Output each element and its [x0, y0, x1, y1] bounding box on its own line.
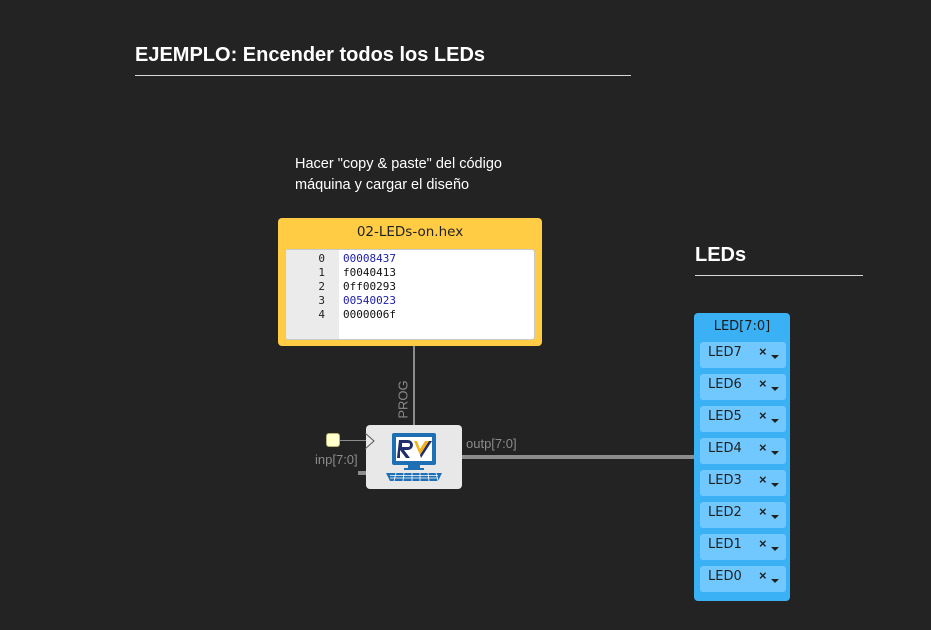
memory-row-index: 0 — [318, 252, 325, 265]
memory-row-value[interactable]: 00540023 — [343, 294, 396, 307]
caret-down-icon[interactable] — [771, 355, 779, 359]
close-icon[interactable]: × — [759, 440, 767, 455]
led-item-led5[interactable]: LED5 × — [700, 406, 786, 432]
memory-gutter — [286, 250, 339, 339]
leds-section-title: LEDs — [695, 244, 747, 266]
riscv-computer-icon — [386, 433, 442, 482]
close-icon[interactable]: × — [759, 536, 767, 551]
led-item-led4[interactable]: LED4 × — [700, 438, 786, 464]
led-item-led2[interactable]: LED2 × — [700, 502, 786, 528]
instructions-text: Hacer "copy & paste" del código máquina … — [295, 154, 555, 196]
led-label: LED4 — [708, 441, 742, 456]
input-port-notch — [365, 433, 375, 449]
prog-wire — [413, 346, 415, 425]
output-bus-wire — [462, 455, 694, 459]
memory-row-index: 3 — [318, 294, 325, 307]
input-port-label: inp[7:0] — [315, 452, 358, 467]
caret-down-icon[interactable] — [771, 483, 779, 487]
memory-block[interactable]: 02-LEDs-on.hex 0 00008437 1 f0040413 2 0ff002… — [278, 218, 542, 346]
caret-down-icon[interactable] — [771, 579, 779, 583]
leds-section-rule — [695, 275, 863, 276]
memory-row-index: 2 — [318, 280, 325, 293]
led-label: LED0 — [708, 569, 742, 584]
led-label: LED5 — [708, 409, 742, 424]
example-section-rule — [135, 75, 631, 76]
led-label: LED2 — [708, 505, 742, 520]
led-label: LED7 — [708, 345, 742, 360]
led-label: LED1 — [708, 537, 742, 552]
memory-row-value[interactable]: f0040413 — [343, 266, 396, 279]
input-bus-stub — [358, 471, 366, 475]
memory-row-value[interactable]: 00008437 — [343, 252, 396, 265]
input-wire — [340, 440, 366, 441]
led-label: LED3 — [708, 473, 742, 488]
instructions-line-1: Hacer "copy & paste" del código — [295, 156, 502, 172]
leds-bus-label: LED[7:0] — [713, 319, 771, 334]
close-icon[interactable]: × — [759, 344, 767, 359]
memory-filename: 02-LEDs-on.hex — [356, 224, 464, 240]
close-icon[interactable]: × — [759, 408, 767, 423]
close-icon[interactable]: × — [759, 472, 767, 487]
close-icon[interactable]: × — [759, 376, 767, 391]
memory-row-value[interactable]: 0ff00293 — [343, 280, 396, 293]
leds-output-block[interactable]: LED[7:0] LED7×LED6×LED5×LED4×LED3×LED2×L… — [694, 313, 790, 601]
prog-label: PROG — [395, 380, 411, 419]
led-item-led0[interactable]: LED0 × — [700, 566, 786, 592]
memory-row-value[interactable]: 0000006f — [343, 308, 396, 321]
memory-row-index: 4 — [318, 308, 325, 321]
close-icon[interactable]: × — [759, 568, 767, 583]
caret-down-icon[interactable] — [771, 547, 779, 551]
led-item-led3[interactable]: LED3 × — [700, 470, 786, 496]
input-pin[interactable] — [326, 433, 340, 447]
close-icon[interactable]: × — [759, 504, 767, 519]
caret-down-icon[interactable] — [771, 451, 779, 455]
led-item-led1[interactable]: LED1 × — [700, 534, 786, 560]
caret-down-icon[interactable] — [771, 515, 779, 519]
instructions-line-2: máquina y cargar el diseño — [295, 177, 470, 193]
memory-row-index: 1 — [318, 266, 325, 279]
led-item-led7[interactable]: LED7 × — [700, 342, 786, 368]
output-port-label: outp[7:0] — [466, 436, 517, 451]
processor-block[interactable] — [365, 425, 462, 489]
led-item-led6[interactable]: LED6 × — [700, 374, 786, 400]
led-label: LED6 — [708, 377, 742, 392]
example-section-title: EJEMPLO: Encender todos los LEDs — [135, 44, 486, 66]
caret-down-icon[interactable] — [771, 387, 779, 391]
caret-down-icon[interactable] — [771, 419, 779, 423]
memory-editor[interactable]: 0 00008437 1 f0040413 2 0ff00293 3 00540023 4 000… — [285, 249, 535, 340]
